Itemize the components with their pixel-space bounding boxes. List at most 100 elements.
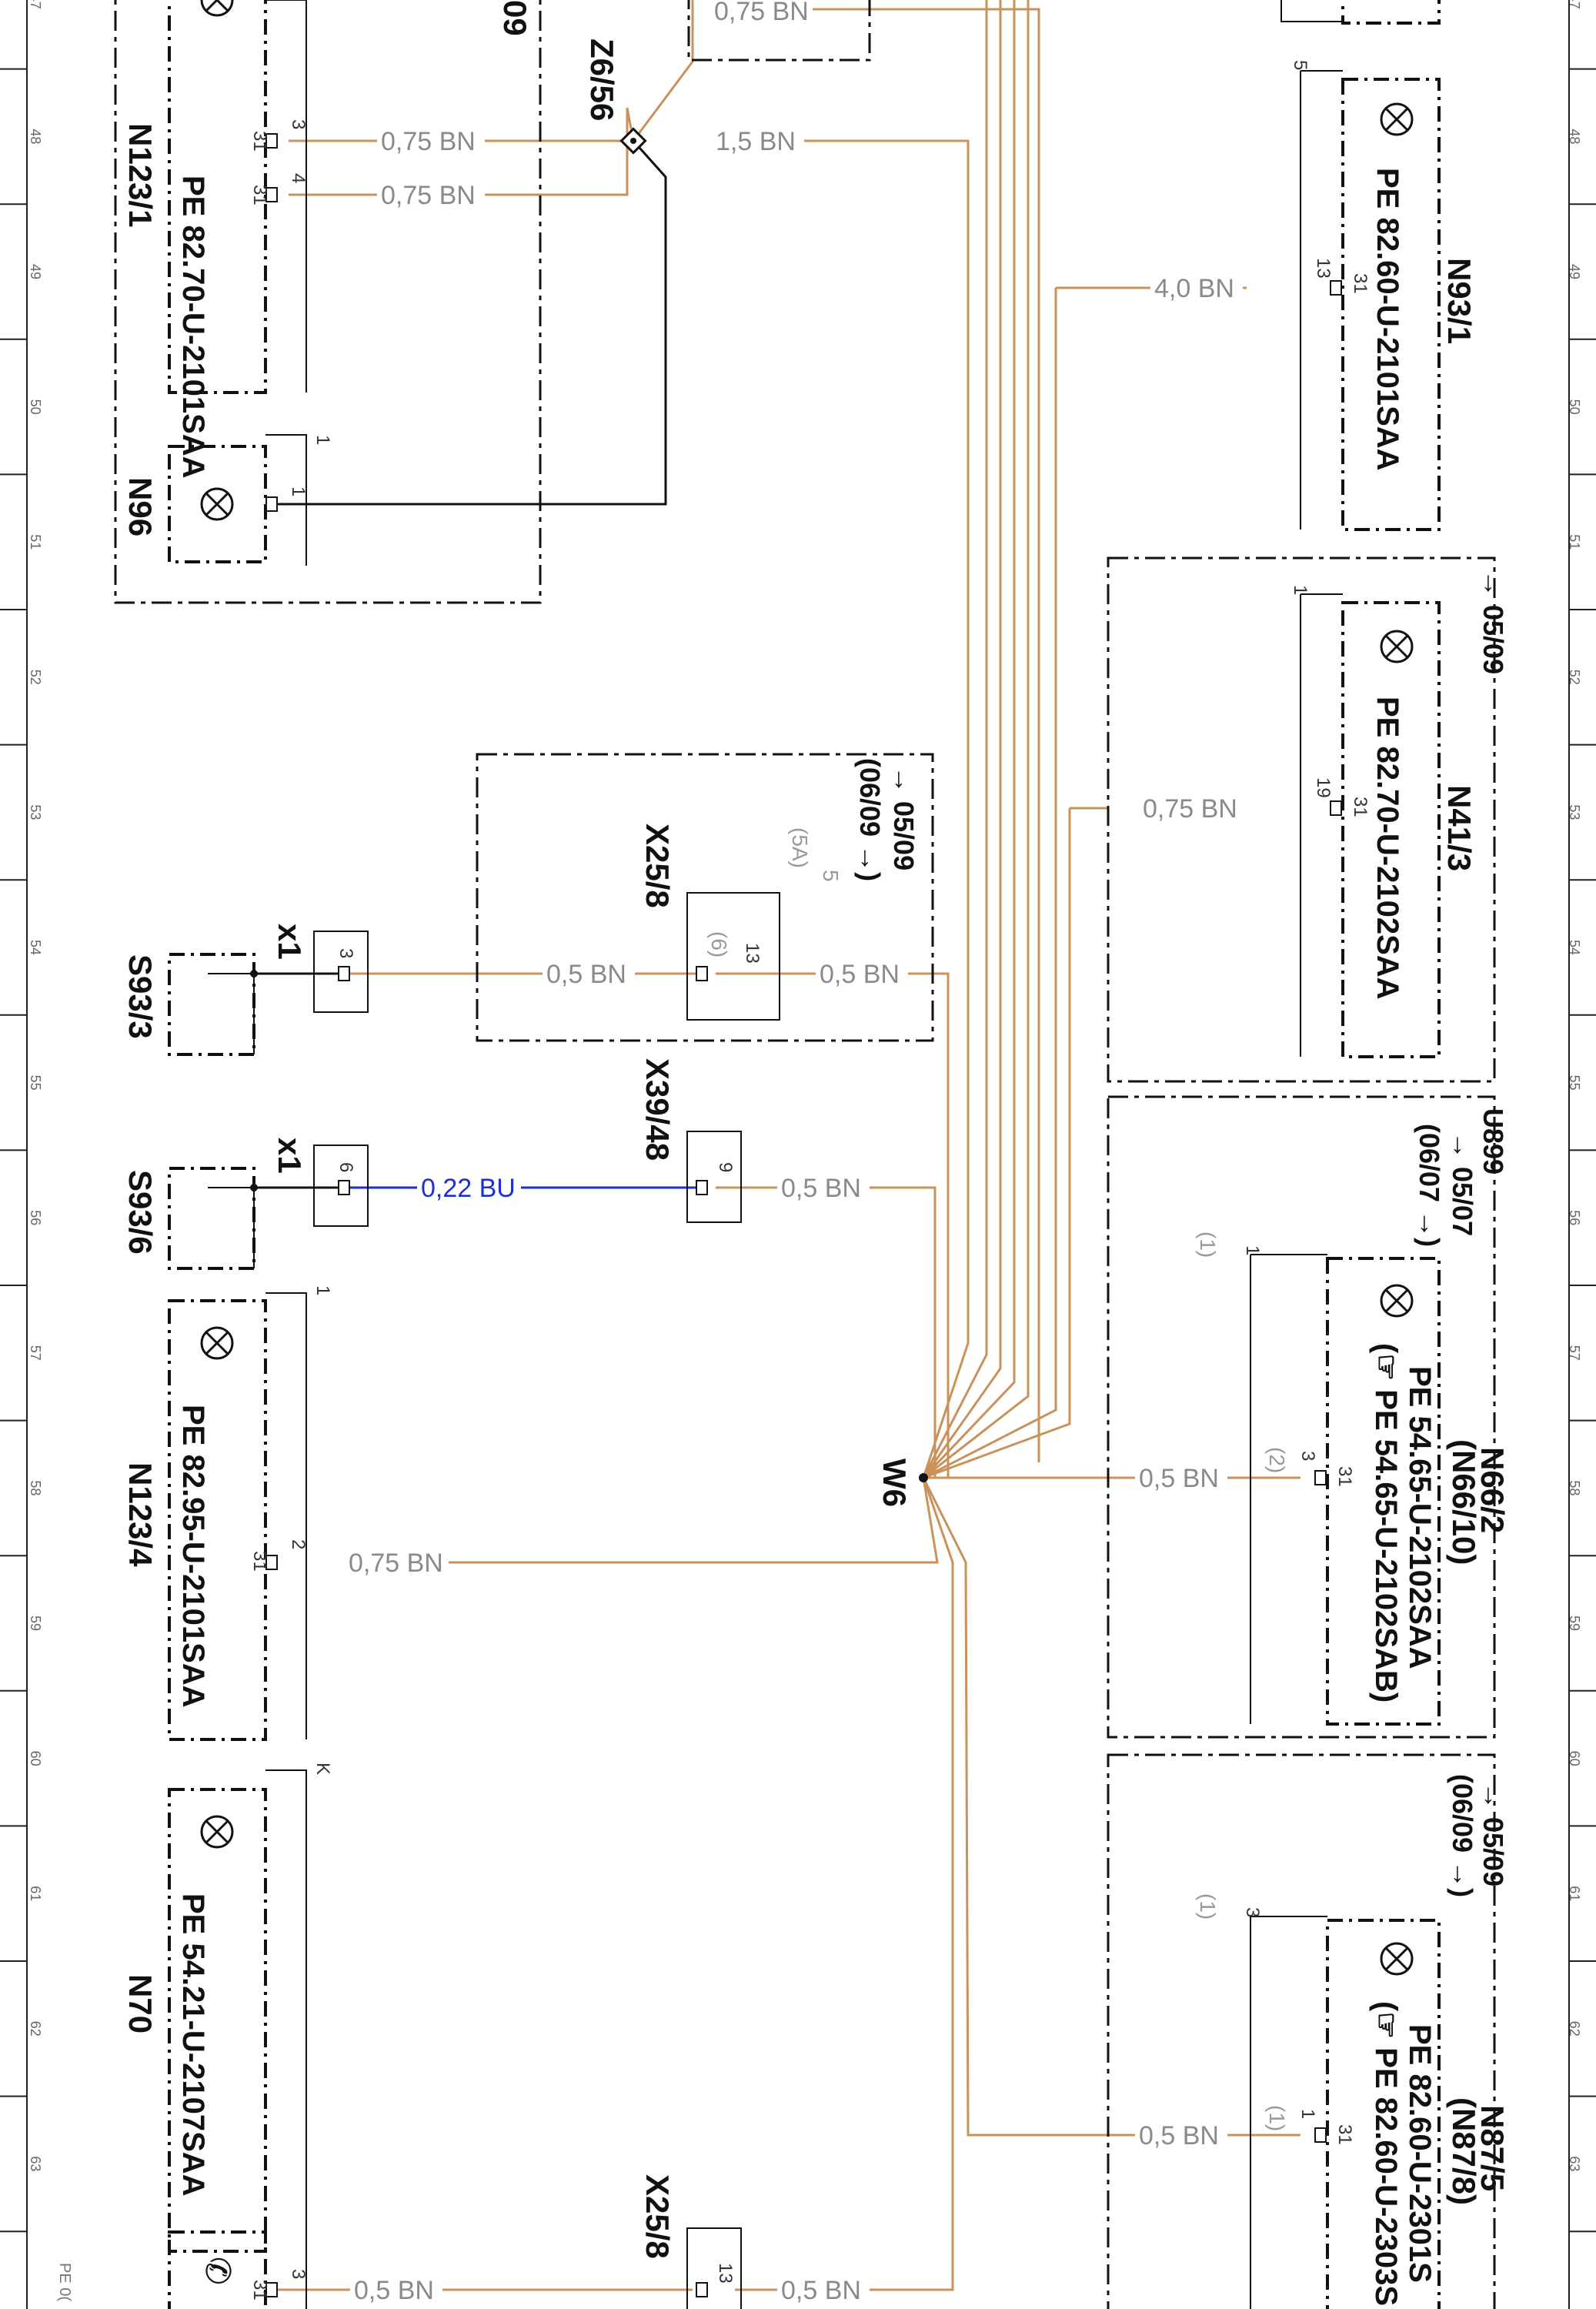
splice-label-z6-56: Z6/56 (584, 38, 620, 121)
wire-label-n662: 0,5 BN (1139, 1464, 1219, 1493)
ruler-row-number: 63 (28, 2156, 43, 2171)
wire-label-z6-15: 1,5 BN (716, 127, 796, 156)
component-n87-5: → 05/09 (06/09 →) N87/5 (N87/8) PE 82.60… (1196, 1774, 1511, 2309)
connector-x39-48: X39/48 9 (639, 1058, 742, 1223)
pin-number: 1 (288, 486, 309, 496)
lamp-icon (200, 1326, 234, 1360)
group-box-n87-5 (1107, 1753, 1496, 2309)
component-id: N96 (122, 477, 159, 536)
pin-number: 3 (336, 948, 356, 958)
connector-validity: → 05/09 (888, 766, 920, 870)
group-box-n123-1 (114, 0, 542, 604)
ruler-row-number: 53 (1567, 804, 1582, 820)
ruler-row-number: 50 (1567, 399, 1582, 415)
group-box-x25-8 (476, 753, 934, 1042)
pin-number: K (312, 1763, 333, 1775)
connector-x25-8: → 05/09 (06/09 →) X25/8 13 (6) 5 (5A) (639, 758, 920, 1021)
fan-bottom (735, 1477, 954, 2291)
pin-number-top: 5 (819, 870, 843, 882)
pin-number: 1 (312, 435, 333, 445)
ruler-row-number: 53 (28, 804, 43, 820)
wire-label-top: 0,75 BN (714, 0, 809, 26)
trunk-4 (922, 0, 1016, 1479)
component-id: N123/4 (122, 1462, 159, 1567)
ruler-row-number: 59 (28, 1616, 43, 1631)
ruler-row-number: 47 (1567, 0, 1582, 9)
pin-number-top: 1 (1242, 1245, 1263, 1255)
bk-wire-n96 (273, 140, 667, 506)
pin-number: 1 (1297, 2109, 1318, 2119)
wire-label-n413: 0,75 BN (1143, 794, 1237, 824)
lamp-icon (200, 487, 234, 521)
pin-terminal: 31 (1334, 1466, 1355, 1487)
pin-number: 3 (288, 2269, 309, 2279)
component-id: N123/1 (122, 123, 159, 227)
component-validity: → 05/07 (1447, 1131, 1478, 1236)
component-id: N93/1 (1441, 258, 1477, 344)
pin-number: 3 (288, 119, 309, 129)
ruler-row-number: 58 (1567, 1480, 1582, 1495)
ruler-row-number: 49 (1567, 264, 1582, 279)
trunk-z6-15 (785, 139, 970, 1479)
ruler-row-number: 48 (1567, 129, 1582, 144)
pin-number-alt: (2) (1265, 1447, 1289, 1473)
ruler-row-number: 61 (1567, 1886, 1582, 1901)
component-id: N41/3 (1441, 785, 1477, 871)
wire-label-bottom-left: 0,5 BN (354, 2276, 434, 2305)
wire-label-n931: 4,0 BN (1154, 274, 1234, 303)
pin-terminal: 31 (249, 185, 270, 206)
pin-number: 2 (288, 1539, 309, 1549)
ruler-row-number: 60 (28, 1751, 43, 1766)
component-pe: PE 54.65-U-2102SAA (1403, 1366, 1437, 1669)
ruler-row-number: 52 (1567, 670, 1582, 685)
pin-number-alt: (1) (1265, 2105, 1289, 2131)
pin-terminal: 31 (1350, 273, 1371, 294)
wire-label-x1-6: 0,22 BU (421, 1174, 516, 1203)
trunk-top-075 (813, 8, 1040, 1462)
ruler-row-number: 52 (28, 670, 43, 685)
wire-label-n1231-4: 0,75 BN (381, 181, 476, 210)
component-n96: N96 1 1 (122, 434, 333, 566)
ruler-row-number: 50 (28, 399, 43, 415)
component-code: U899 (1477, 1108, 1509, 1175)
pin-number: 3 (1297, 1451, 1318, 1461)
component-id: S93/3 (122, 954, 159, 1039)
lamp-icon (1380, 630, 1414, 663)
pin-number-top: 1 (1290, 585, 1311, 595)
ruler-row-number: 51 (1567, 534, 1582, 550)
component-validity-2: (06/07 →) (1414, 1124, 1445, 1247)
component-pe-alt: (☞ PE 82.60-U-2303S (1369, 2001, 1403, 2306)
trunk-x25 (908, 972, 950, 1479)
component-alt-id: (N66/10) (1446, 1439, 1482, 1565)
wire-label-x25-out: 0,5 BN (820, 960, 900, 989)
fan-n1234 (437, 1477, 939, 1564)
pin-number-top: 5 (1290, 60, 1311, 70)
lamp-icon (1380, 1284, 1414, 1318)
ruler-row-number: 63 (1567, 2156, 1582, 2171)
pin-terminal: 31 (249, 2280, 270, 2301)
component-s93-6: S93/6 x1 6 (122, 1138, 369, 1270)
ruler-row-number: 54 (28, 940, 43, 955)
component-n41-3: → 05/09 N41/3 PE 82.70-U-2102SAA 19 1 31 (1290, 570, 1509, 1058)
connector-id: X39/48 (639, 1058, 676, 1161)
component-bottom-left: ✆ 3 31 (168, 2230, 309, 2309)
component-id: N87/5 (1474, 2105, 1511, 2191)
wire-z6-up (632, 0, 694, 142)
component-n93-1: N93/1 PE 82.60-U-2101SAA 13 5 31 (1290, 60, 1477, 531)
pin-number-top: 3 (1242, 1907, 1263, 1917)
component-alt-id: (N87/8) (1446, 2097, 1482, 2205)
component-validity: → 05/09 (1477, 1782, 1509, 1886)
group-box-n66-2 (1107, 1095, 1496, 1739)
ruler-row-number: 55 (28, 1075, 43, 1091)
pin-number: 13 (1313, 258, 1334, 279)
ruler-row-number: 55 (1567, 1075, 1582, 1091)
wire-label-bottom-right: 0,5 BN (781, 2276, 861, 2305)
pin-number: 9 (715, 1162, 736, 1172)
component-id: N70 (122, 1974, 159, 2033)
group-box-top (687, 0, 871, 62)
wire-label-n1231-3: 0,75 BN (381, 127, 476, 156)
component-pe: PE 82.60-U-2301S (1403, 2024, 1437, 2283)
